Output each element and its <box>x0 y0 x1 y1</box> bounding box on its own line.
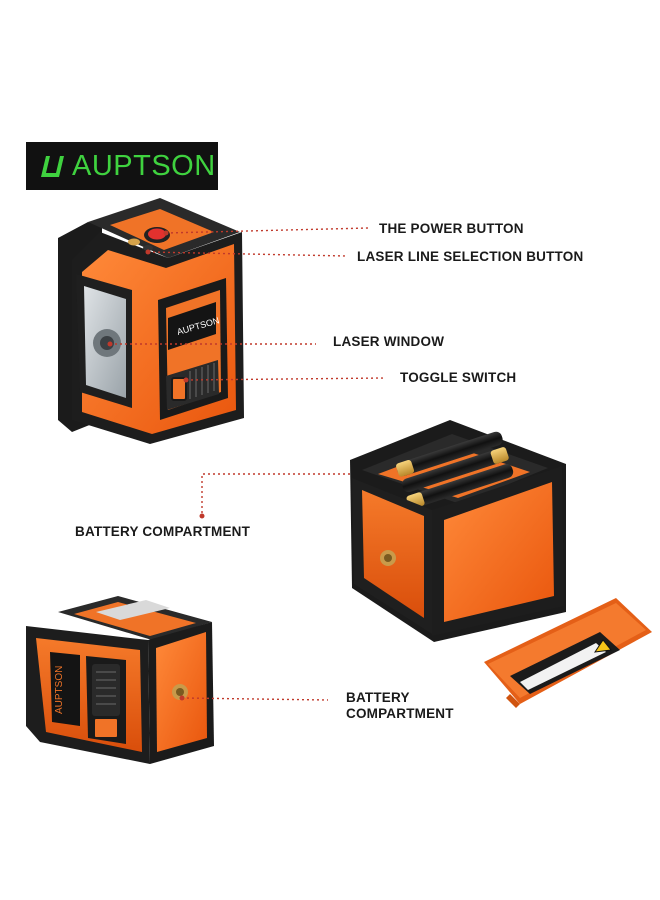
leader-line-selection <box>147 251 347 257</box>
label-battery-compartment-2: BATTERY COMPARTMENT <box>346 690 454 722</box>
label-line-selection-button: LASER LINE SELECTION BUTTON <box>357 249 584 264</box>
label-battery-compartment-2-line2: COMPARTMENT <box>346 706 454 721</box>
leader-toggle-switch <box>185 377 387 381</box>
label-toggle-switch: TOGGLE SWITCH <box>400 370 517 385</box>
device-side-label-text: AUPTSON <box>54 666 65 714</box>
leader-power-button <box>165 227 369 234</box>
label-power-button: THE POWER BUTTON <box>379 221 524 236</box>
leader-battery-compartment-2 <box>181 697 329 701</box>
laser-level-side-view <box>26 596 214 764</box>
leader-battery-compartment-1 <box>201 473 350 516</box>
laser-level-battery-view <box>350 420 566 642</box>
battery-cover <box>484 598 652 708</box>
label-battery-compartment-2-line1: BATTERY <box>346 690 410 705</box>
label-laser-window: LASER WINDOW <box>333 334 445 349</box>
laser-level-front-view <box>58 198 244 444</box>
brand-logo-text: AUPTSON <box>72 149 216 182</box>
brand-logo-mark-icon <box>41 156 64 177</box>
brand-logo: AUPTSON <box>26 142 218 190</box>
label-battery-compartment-1: BATTERY COMPARTMENT <box>75 524 251 539</box>
